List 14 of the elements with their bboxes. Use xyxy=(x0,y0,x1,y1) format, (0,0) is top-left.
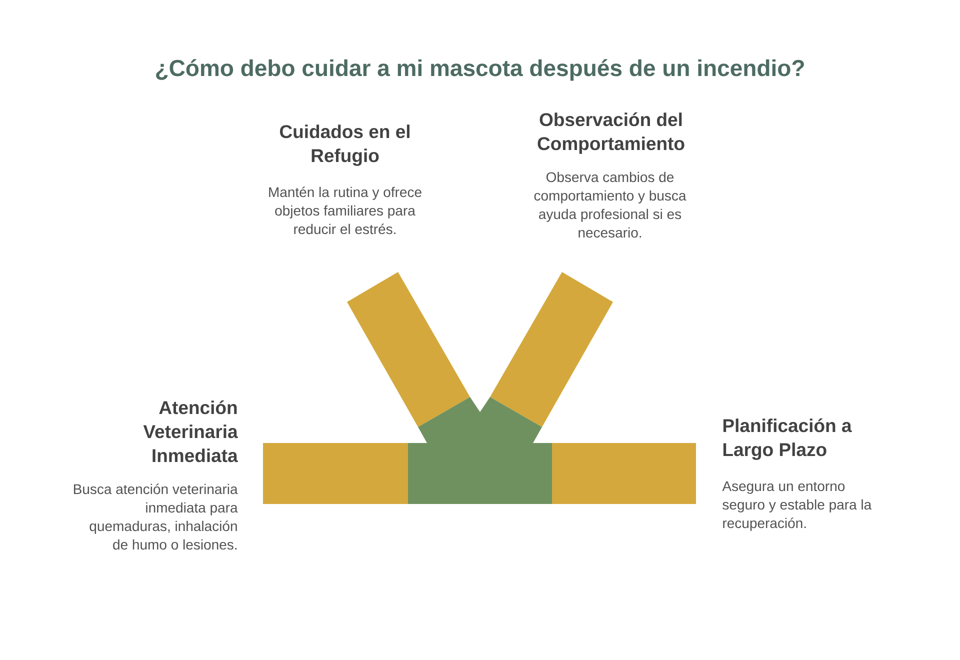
bar xyxy=(347,272,470,427)
hub-shape xyxy=(408,397,552,504)
description: Mantén la rutina y ofrece objetos familiares para reducir el estrés. xyxy=(269,186,422,234)
bar xyxy=(490,272,613,427)
title: ¿Cómo debo cuidar a mi mascota después de un incendio? xyxy=(156,59,804,81)
heading: Atención Veterinaria Inmediata xyxy=(143,400,238,462)
bar xyxy=(552,443,696,504)
heading: Observación del Comportamiento xyxy=(538,112,684,154)
bar xyxy=(263,443,408,504)
description: Observa cambios de comportamiento y busca ayuda profesional si es necesario. xyxy=(534,172,686,238)
heading: Planificación a Largo Plazo xyxy=(723,418,852,460)
description: Asegura un entorno seguro y estable para la recuperación. xyxy=(722,481,872,531)
description: Busca atención veterinaria inmediata para quemaduras, inhalación de humo o lesiones. xyxy=(74,484,238,550)
heading: Cuidados en el Refugio xyxy=(280,124,410,166)
